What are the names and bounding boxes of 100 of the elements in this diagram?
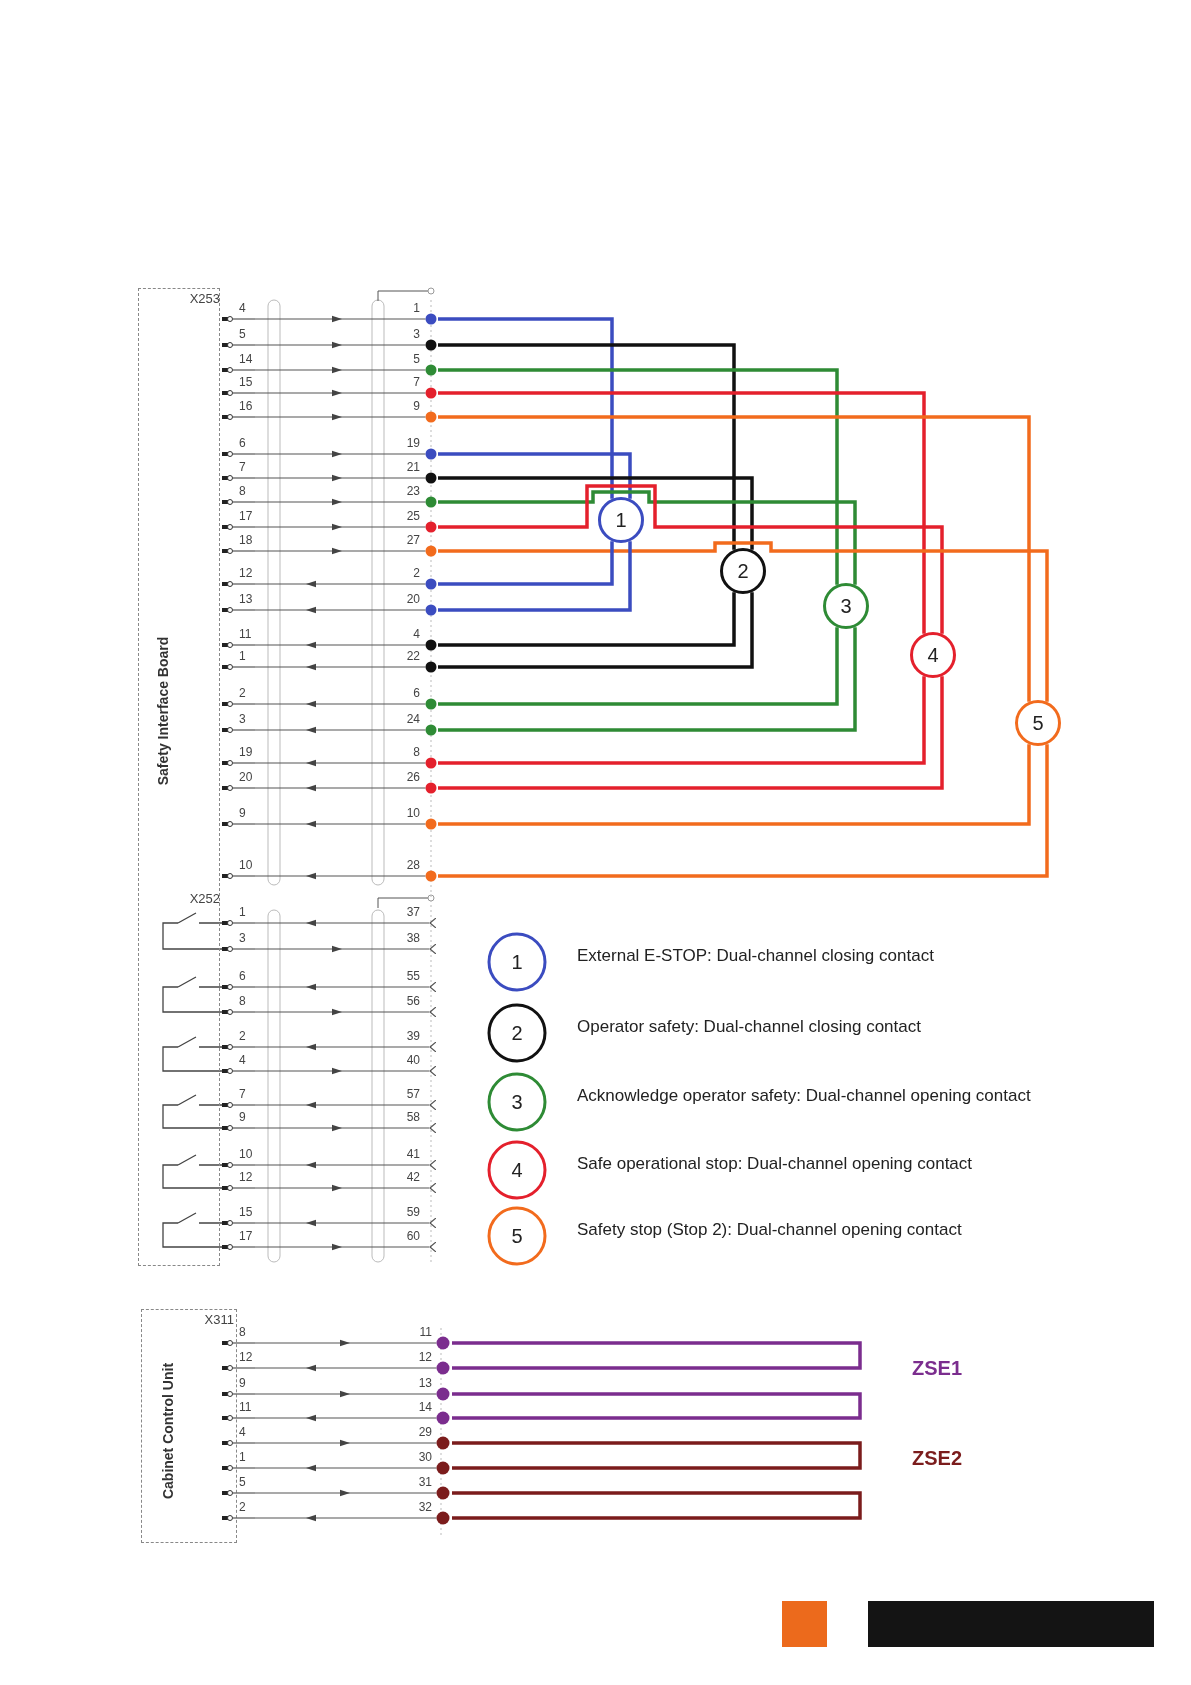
wire <box>438 627 839 706</box>
board-label: Safety Interface Board <box>155 636 171 786</box>
pin-number: 11 <box>419 1326 432 1339</box>
pin-number: 20 <box>406 593 420 606</box>
group-label: ZSE1 <box>912 1357 963 1380</box>
wire <box>438 676 926 765</box>
wire <box>255 726 393 734</box>
pin-number: 55 <box>406 970 420 983</box>
pin-number: 30 <box>418 1451 432 1464</box>
wire <box>255 523 393 531</box>
wire <box>438 676 944 790</box>
wire <box>255 341 393 349</box>
pin-number: 4 <box>413 628 420 641</box>
pin-number: 39 <box>406 1030 420 1043</box>
legend-number: 4 <box>511 1158 523 1182</box>
pin-number: 5 <box>413 353 420 366</box>
pin-number: 56 <box>406 995 420 1008</box>
wire <box>255 366 393 374</box>
wire <box>438 391 926 634</box>
pin-number: 32 <box>418 1501 432 1514</box>
pin-number: 8 <box>413 746 420 759</box>
pin-number: 14 <box>418 1401 432 1414</box>
wire <box>255 1414 401 1422</box>
pin-number: 29 <box>418 1426 432 1439</box>
pin-number: 23 <box>406 485 420 498</box>
wire <box>255 1043 393 1051</box>
pin-number: 6 <box>239 970 246 983</box>
pin-number: 8 <box>239 1326 246 1339</box>
pin-number: 12 <box>418 1351 432 1364</box>
pin-number: 17 <box>239 510 253 523</box>
pin-number: 40 <box>406 1054 420 1067</box>
pin-number: 21 <box>406 461 420 474</box>
wire <box>255 474 393 482</box>
pin-number: 2 <box>239 687 246 700</box>
pin-number: 15 <box>239 1206 253 1219</box>
wire <box>255 641 393 649</box>
wire <box>255 1439 401 1447</box>
wire <box>255 820 393 828</box>
wire <box>255 450 393 458</box>
legend-number: 2 <box>511 1021 523 1045</box>
legend-number: 1 <box>511 950 523 974</box>
pin-number: 3 <box>413 328 420 341</box>
pin-number: 8 <box>239 485 246 498</box>
wire <box>255 945 393 953</box>
wire <box>255 663 393 671</box>
wire <box>452 1392 862 1420</box>
pin-number: 3 <box>239 932 246 945</box>
pin-number: 1 <box>239 650 246 663</box>
pin-number: 24 <box>406 713 420 726</box>
wire <box>255 1124 393 1132</box>
channel-marker: 5 <box>1015 700 1061 746</box>
connector-label: X311 <box>204 1312 234 1327</box>
wire <box>255 547 393 555</box>
wire <box>438 541 614 586</box>
pin-number: 12 <box>239 1351 253 1364</box>
legend-text: Operator safety: Dual-channel closing contact <box>577 1017 921 1037</box>
wire <box>255 1008 393 1016</box>
channel-marker: 3 <box>823 583 869 629</box>
pin-number: 5 <box>239 1476 246 1489</box>
wire <box>438 627 857 732</box>
pin-number: 1 <box>239 1451 246 1464</box>
wire <box>255 580 393 588</box>
wire <box>452 1491 862 1520</box>
wire <box>438 452 632 499</box>
pin-number: 3 <box>239 713 246 726</box>
pin-number: 7 <box>239 1088 246 1101</box>
wire <box>255 498 393 506</box>
wire <box>438 317 614 499</box>
pin-number: 9 <box>239 1111 246 1124</box>
wire <box>255 315 393 323</box>
wire <box>255 1390 401 1398</box>
wire <box>255 919 393 927</box>
wire <box>438 541 1049 702</box>
wire <box>255 1161 393 1169</box>
pin-number: 60 <box>406 1230 420 1243</box>
wire <box>255 1219 393 1227</box>
pin-number: 57 <box>406 1088 420 1101</box>
board-outline <box>138 288 220 1266</box>
pin-number: 4 <box>239 1426 246 1439</box>
pin-number: 37 <box>406 906 420 919</box>
wire <box>452 1341 862 1370</box>
connector-label: X252 <box>189 891 220 906</box>
wire <box>438 476 754 550</box>
pin-number: 22 <box>406 650 420 663</box>
wire <box>255 606 393 614</box>
pin-number: 15 <box>239 376 253 389</box>
pin-number: 2 <box>239 1501 246 1514</box>
pin-number: 2 <box>413 567 420 580</box>
pin-number: 5 <box>239 328 246 341</box>
wire <box>438 343 736 550</box>
wire <box>255 1464 401 1472</box>
connector-label: X253 <box>189 291 220 306</box>
pin-number: 4 <box>239 302 246 315</box>
channel-marker: 2 <box>720 548 766 594</box>
pin-number: 11 <box>239 1401 252 1414</box>
wire <box>255 413 393 421</box>
pin-number: 13 <box>239 593 253 606</box>
wire <box>438 744 1049 878</box>
wire <box>255 1489 401 1497</box>
pin-number: 41 <box>406 1148 420 1161</box>
